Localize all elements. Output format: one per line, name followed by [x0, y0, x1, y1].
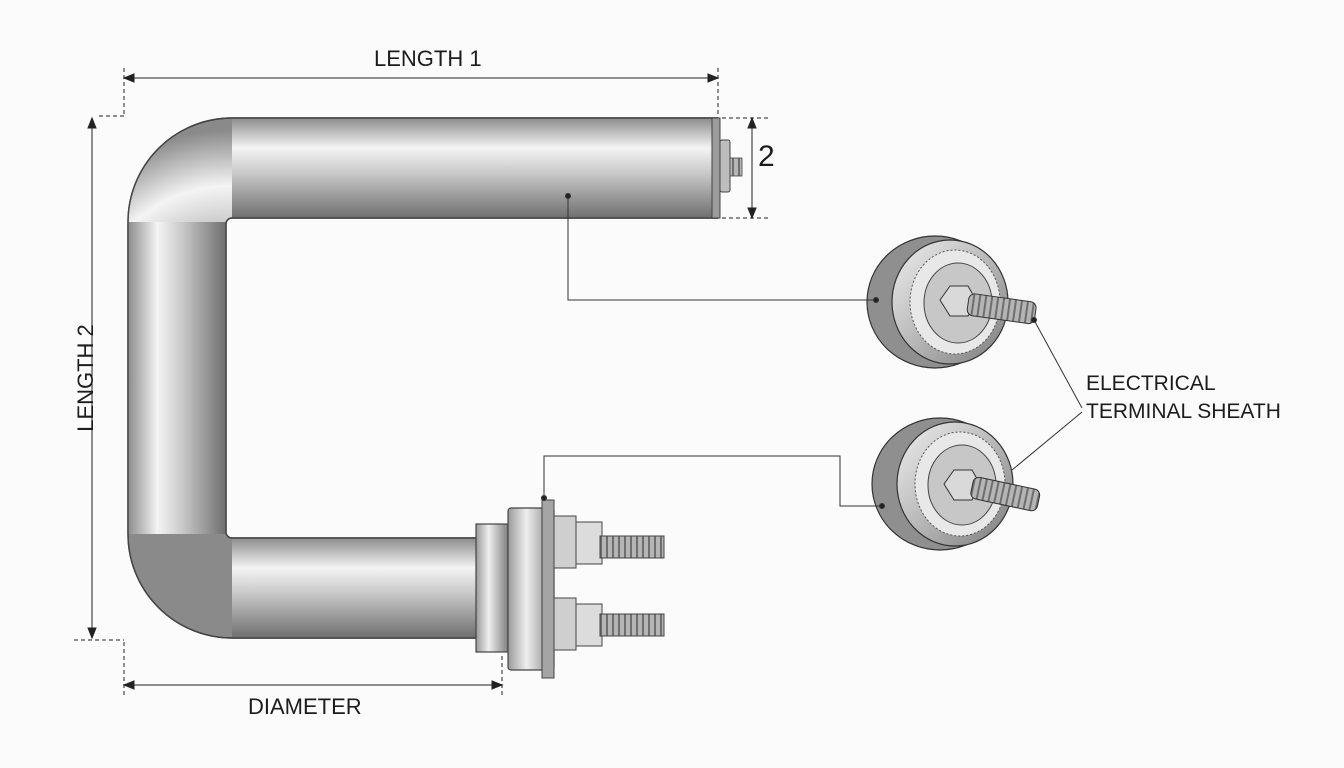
callout-line-2: TERMINAL SHEATH [1086, 400, 1281, 423]
length1-label: LENGTH 1 [374, 46, 482, 71]
diameter-label: DIAMETER [248, 694, 362, 719]
terminal-detail-upper [866, 235, 1037, 369]
dimension-length1 [96, 68, 720, 117]
small-dimension-label: 2 [758, 140, 775, 173]
dimension-length2 [74, 116, 124, 641]
dimension-small [722, 116, 768, 220]
u-shaped-tube [127, 117, 743, 639]
leader-lines [541, 193, 1083, 509]
callout-line-1: ELECTRICAL [1086, 372, 1216, 395]
dimension-diameter [122, 642, 504, 696]
terminal-detail-lower [871, 417, 1041, 551]
flange-assembly [475, 499, 665, 679]
terminal-callout-label: ELECTRICAL TERMINAL SHEATH [1086, 370, 1281, 426]
length2-label: LENGTH 2 [73, 324, 98, 432]
